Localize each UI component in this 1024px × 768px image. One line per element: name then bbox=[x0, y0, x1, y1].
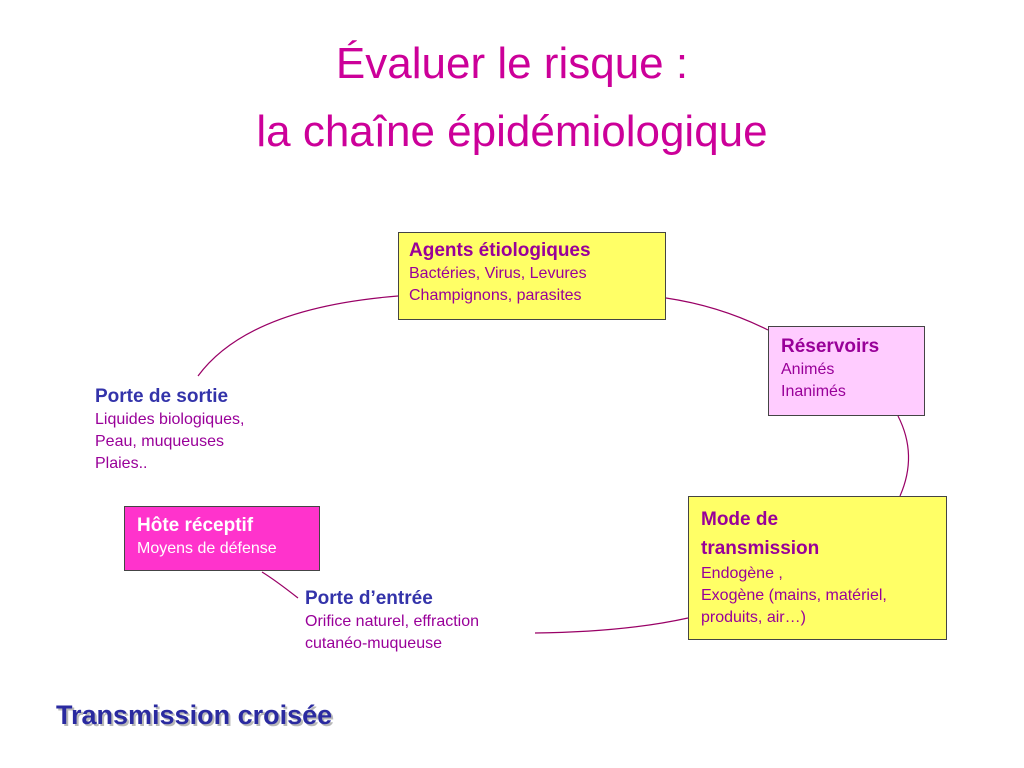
node-porte-entree-line: Orifice naturel, effraction bbox=[305, 613, 480, 630]
node-agents-line: Bactéries, Virus, Levures bbox=[409, 265, 587, 282]
node-reservoirs-heading: Réservoirs bbox=[781, 336, 880, 357]
slide-title-line-1: Évaluer le risque : bbox=[335, 39, 689, 88]
node-porte-entree-heading: Porte d’entrée bbox=[305, 588, 433, 609]
connector-agents-to-reservoirs bbox=[665, 297, 769, 331]
footer-transmission-croisee: Transmission croisée bbox=[56, 700, 333, 730]
node-hote-line: Moyens de défense bbox=[137, 540, 277, 557]
connector-reservoirs-to-mode bbox=[897, 415, 910, 497]
node-reservoirs-line: Animés bbox=[781, 361, 835, 378]
connector-mode-to-entree bbox=[534, 617, 689, 634]
node-porte-sortie-line: Liquides biologiques, bbox=[95, 411, 245, 428]
node-mode-line: Exogène (mains, matériel, bbox=[701, 587, 887, 604]
node-porte-entree-line: cutanéo-muqueuse bbox=[305, 635, 442, 652]
slide-title-line-2: la chaîne épidémiologique bbox=[256, 107, 768, 156]
node-mode-line: produits, air…) bbox=[701, 609, 806, 626]
node-porte-sortie-line: Plaies.. bbox=[95, 455, 148, 472]
node-porte-sortie-line: Peau, muqueuses bbox=[95, 433, 224, 450]
node-agents-etiologiques: Agents étiologiques Bactéries, Virus, Le… bbox=[398, 232, 666, 320]
node-reservoirs-line: Inanimés bbox=[781, 383, 846, 400]
node-agents-heading: Agents étiologiques bbox=[409, 240, 591, 261]
connector-entree-to-hote bbox=[261, 571, 299, 599]
node-mode-transmission: Mode de transmission Endogène , Exogène … bbox=[688, 496, 947, 640]
node-mode-line: Endogène , bbox=[701, 565, 783, 582]
connector-sortie-to-agents bbox=[197, 295, 399, 377]
node-porte-entree: Porte d’entrée Orifice naturel, effracti… bbox=[305, 586, 545, 655]
node-porte-sortie-heading: Porte de sortie bbox=[95, 386, 229, 407]
node-agents-line: Champignons, parasites bbox=[409, 287, 582, 304]
node-hote-heading: Hôte réceptif bbox=[137, 515, 254, 536]
node-mode-heading: Mode de bbox=[701, 509, 779, 530]
node-mode-heading: transmission bbox=[701, 538, 820, 559]
node-reservoirs: Réservoirs Animés Inanimés bbox=[768, 326, 925, 416]
node-hote-receptif: Hôte réceptif Moyens de défense bbox=[124, 506, 320, 571]
node-porte-sortie: Porte de sortie Liquides biologiques, Pe… bbox=[95, 384, 315, 475]
